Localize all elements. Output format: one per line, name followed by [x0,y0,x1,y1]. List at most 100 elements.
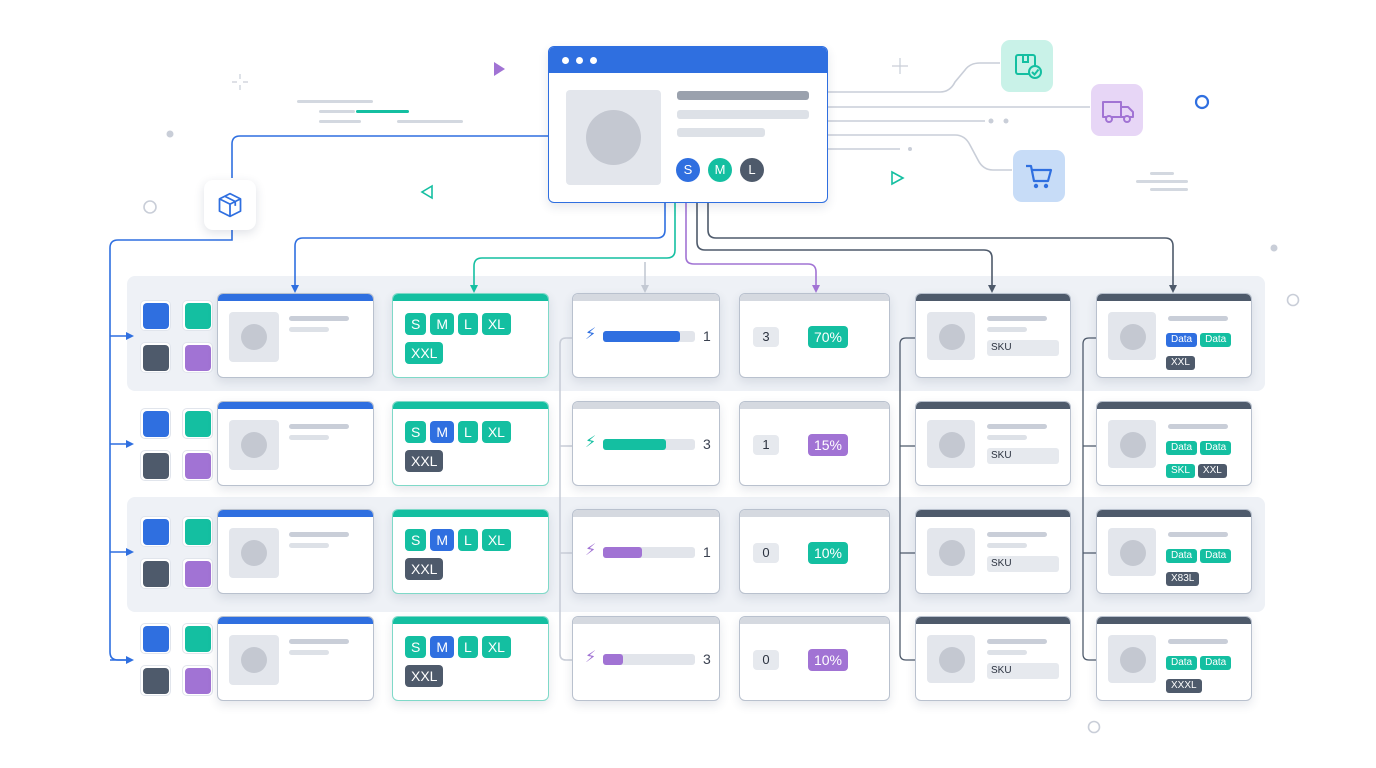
card-header-bar [916,294,1070,301]
size-chip-s[interactable]: S [405,636,427,658]
size-chip-xl[interactable]: XL [481,529,511,551]
sku-card[interactable]: SKU [915,616,1071,701]
size-chip-xxl[interactable]: XXL [405,342,444,364]
size-chip-xl[interactable]: XL [481,313,511,335]
card-header-bar [916,402,1070,409]
product-card[interactable] [217,401,374,486]
data-tag: Data [1200,441,1232,455]
quantity-counter[interactable]: 3 [753,327,779,347]
swatch-fill [143,345,169,371]
product-card[interactable] [217,293,374,378]
color-swatch[interactable] [182,623,213,654]
color-swatch[interactable] [140,408,171,439]
color-swatch[interactable] [182,450,213,481]
color-swatch[interactable] [140,623,171,654]
progress-count: 1 [703,544,711,560]
size-chip-xxl[interactable]: XXL [405,450,444,472]
size-chip-xl[interactable]: XL [481,421,511,443]
image-placeholder [1108,312,1156,360]
text-placeholder [677,91,809,100]
card-header-bar [1097,294,1251,301]
size-option-s[interactable]: S [676,158,700,182]
swatch-fill [143,453,169,479]
verified-package-tile [1001,40,1053,92]
size-chip-s[interactable]: S [405,421,427,443]
package-check-icon [1015,54,1042,79]
image-placeholder [229,528,279,578]
text-placeholder [1168,316,1228,321]
color-swatch[interactable] [140,516,171,547]
size-chip-xxl[interactable]: XXL [405,558,444,580]
color-swatch[interactable] [182,342,213,373]
text-placeholder [289,650,329,655]
text-placeholder [987,424,1047,429]
progress-fill [603,547,642,558]
color-swatch[interactable] [182,408,213,439]
size-chip-s[interactable]: S [405,529,427,551]
progress-card: ⚡3 [572,616,720,701]
swatch-fill [185,345,211,371]
progress-fill [603,654,624,665]
product-card[interactable] [217,509,374,594]
card-header-bar [573,617,719,624]
size-chip-m[interactable]: M [430,313,455,335]
size-chip-l[interactable]: L [458,529,478,551]
lightning-icon: ⚡ [585,326,597,343]
swatch-fill [143,668,169,694]
color-swatch[interactable] [140,450,171,481]
quantity-counter[interactable]: 0 [753,543,779,563]
swatch-fill [185,519,211,545]
window-dot [576,57,583,64]
color-swatch[interactable] [140,342,171,373]
window-titlebar [549,47,827,73]
text-placeholder [289,543,329,548]
size-chip-l[interactable]: L [458,421,478,443]
size-option-m[interactable]: M [708,158,732,182]
sku-card[interactable]: SKU [915,293,1071,378]
product-card[interactable] [217,616,374,701]
card-header-bar [740,402,889,409]
color-swatch[interactable] [182,665,213,696]
card-header-bar [218,617,373,624]
size-chip-xl[interactable]: XL [481,636,511,658]
quantity-counter[interactable]: 1 [753,435,779,455]
text-placeholder [987,639,1047,644]
progress-count: 3 [703,436,711,452]
size-chip-m[interactable]: M [430,529,455,551]
percent-badge: 10% [808,542,848,564]
color-swatch[interactable] [140,558,171,589]
size-chip-m[interactable]: M [430,421,455,443]
size-chip-m[interactable]: M [430,636,455,658]
color-swatch[interactable] [182,516,213,547]
color-swatch[interactable] [140,300,171,331]
progress-bar [603,547,695,558]
package-tile [204,180,256,230]
package-icon [218,192,242,218]
size-chip-s[interactable]: S [405,313,427,335]
card-header-bar [740,617,889,624]
sku-card[interactable]: SKU [915,509,1071,594]
sku-card[interactable]: SKU [915,401,1071,486]
sku-field: SKU [987,340,1059,356]
text-placeholder [987,316,1047,321]
size-chip-xxl[interactable]: XXL [405,665,444,687]
quantity-counter[interactable]: 0 [753,650,779,670]
size-chip-l[interactable]: L [458,313,478,335]
data-tag: XXL [1197,464,1227,478]
percent-badge: 15% [808,434,848,456]
image-placeholder [927,635,975,683]
card-header-bar [393,510,548,517]
color-swatch[interactable] [182,300,213,331]
color-swatch[interactable] [182,558,213,589]
size-option-l[interactable]: L [740,158,764,182]
size-chip-l[interactable]: L [458,636,478,658]
color-swatch[interactable] [140,665,171,696]
text-placeholder [1168,424,1228,429]
data-tag: Data [1166,333,1198,347]
